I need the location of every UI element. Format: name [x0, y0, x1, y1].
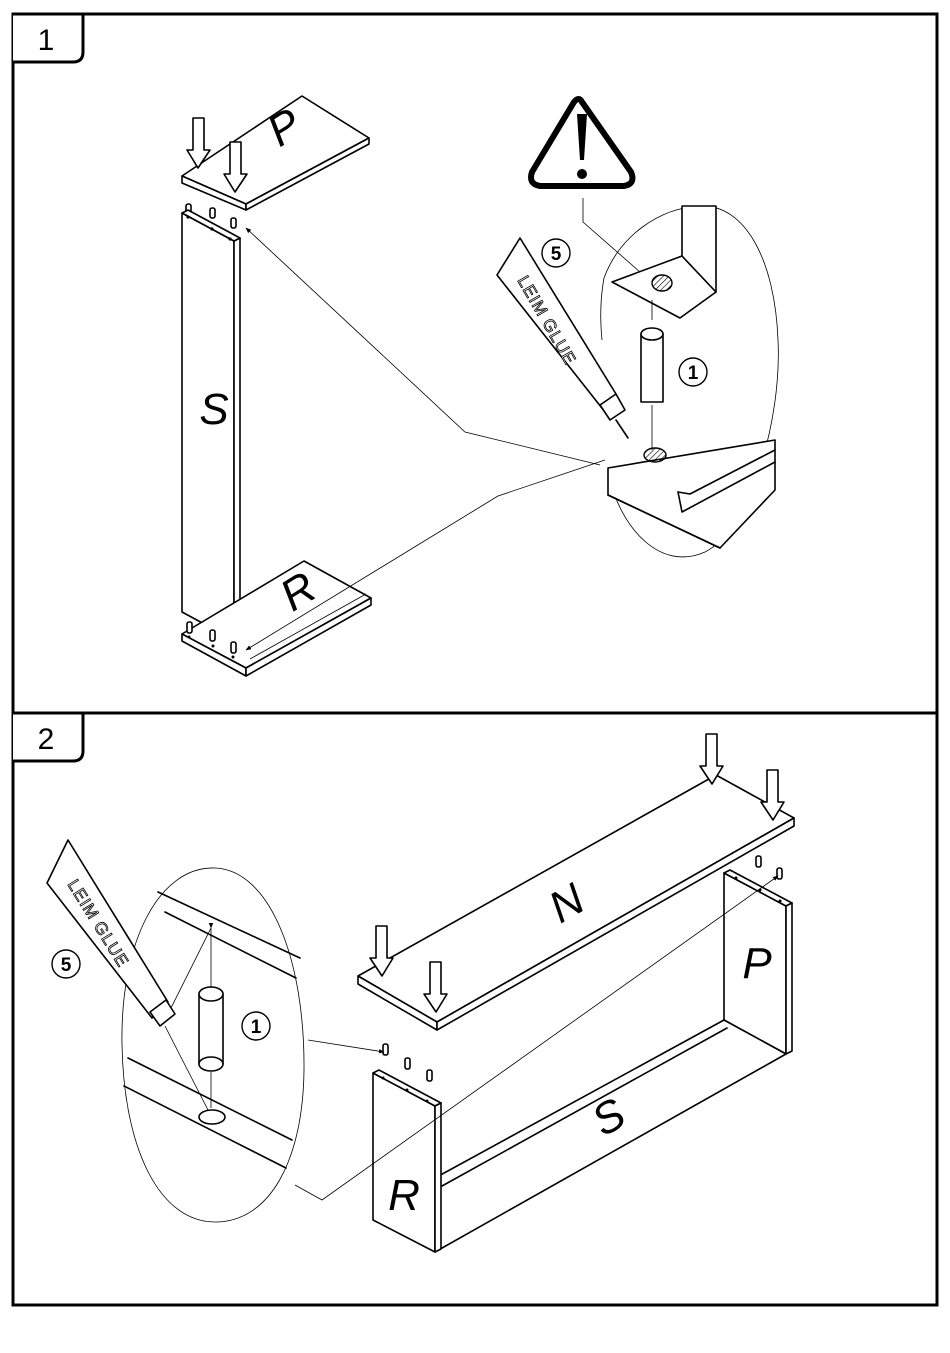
svg-text:1: 1: [688, 363, 699, 384]
svg-text:5: 5: [61, 955, 72, 976]
detail-circle: [122, 868, 304, 1222]
step-1-badge: 1: [13, 14, 83, 62]
panel-s: S: [182, 210, 240, 640]
callout-dowel: 1: [242, 1012, 270, 1040]
part-label-s: S: [199, 385, 228, 434]
callout-dowel: 1: [679, 358, 707, 386]
warning-triangle-icon: [531, 99, 632, 186]
part-label-r: R: [388, 1171, 420, 1220]
panel-p: P: [182, 96, 369, 210]
callout-glue: 5: [52, 950, 80, 978]
callout-glue: 5: [542, 239, 570, 267]
part-label-p: P: [742, 939, 772, 988]
step-number: 1: [38, 24, 55, 57]
step-2-badge: 2: [13, 713, 83, 761]
step-number: 2: [38, 723, 55, 756]
svg-text:5: 5: [551, 244, 562, 265]
step-1-panel: 1 P S: [13, 14, 937, 713]
svg-text:1: 1: [251, 1017, 262, 1038]
step-2-panel: 2 N: [13, 713, 937, 1305]
